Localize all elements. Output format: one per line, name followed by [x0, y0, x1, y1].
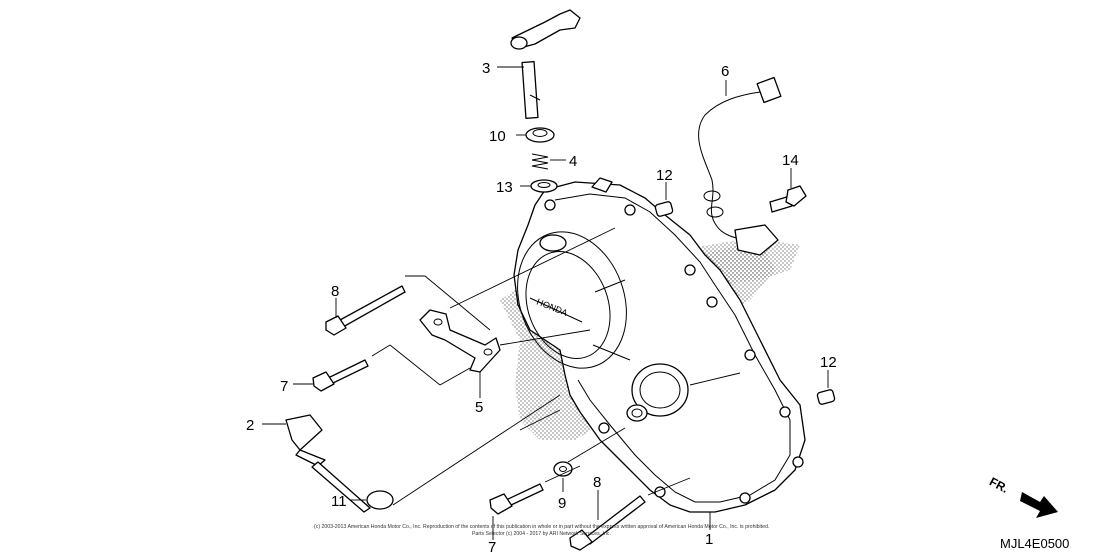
callout-14: 14: [782, 152, 799, 169]
front-direction-indicator: FR.: [987, 474, 1058, 518]
diagram-code: MJL4E0500: [1000, 536, 1069, 551]
front-label: FR.: [987, 474, 1011, 495]
callout-8-upper: 8: [331, 283, 339, 300]
callout-7-lower: 7: [488, 539, 496, 556]
dowel-pin-right: [816, 389, 836, 405]
callouts: 3 10 4 13 6 12 14 8 7 5 12 2 11 9 8 7 1: [246, 60, 837, 556]
callout-8-lower: 8: [593, 474, 601, 491]
washer: [530, 179, 558, 193]
callout-6: 6: [721, 63, 729, 80]
callout-4: 4: [569, 153, 577, 170]
shift-shaft: [510, 9, 581, 120]
bolt-middle-left: [312, 359, 369, 392]
bolt-lower-middle: [569, 495, 646, 551]
spring: [531, 153, 549, 170]
bolt-upper-right: [769, 185, 807, 213]
callout-9: 9: [558, 495, 566, 512]
callout-11: 11: [331, 493, 347, 510]
sensor-cable: [698, 76, 782, 256]
front-arrow-icon: [1020, 492, 1058, 518]
callout-1: 1: [705, 531, 713, 548]
callout-5: 5: [475, 399, 483, 416]
callout-10: 10: [489, 128, 506, 145]
callout-3: 3: [482, 60, 490, 77]
bolt-upper-left: [325, 285, 406, 336]
dowel-pin-upper: [654, 201, 674, 217]
callout-13: 13: [496, 179, 513, 196]
callout-12-upper: 12: [656, 167, 673, 184]
leader-lines: [262, 66, 829, 540]
copyright-line-2: Parts Selector (c) 2004 - 2017 by ARI Ne…: [472, 531, 611, 537]
oil-filler-cap: [285, 414, 371, 513]
callout-7-upper: 7: [280, 378, 288, 395]
oil-seal: [525, 127, 555, 143]
copyright-line-1: (c) 2003-2013 American Honda Motor Co., …: [314, 524, 769, 530]
sealing-washer: [553, 461, 573, 477]
crankcase-cover: HONDA: [513, 177, 806, 513]
bolt-lower-left: [489, 483, 544, 515]
callout-12-right: 12: [820, 354, 837, 371]
bracket: [419, 309, 501, 373]
callout-2: 2: [246, 417, 254, 434]
o-ring: [366, 490, 394, 510]
